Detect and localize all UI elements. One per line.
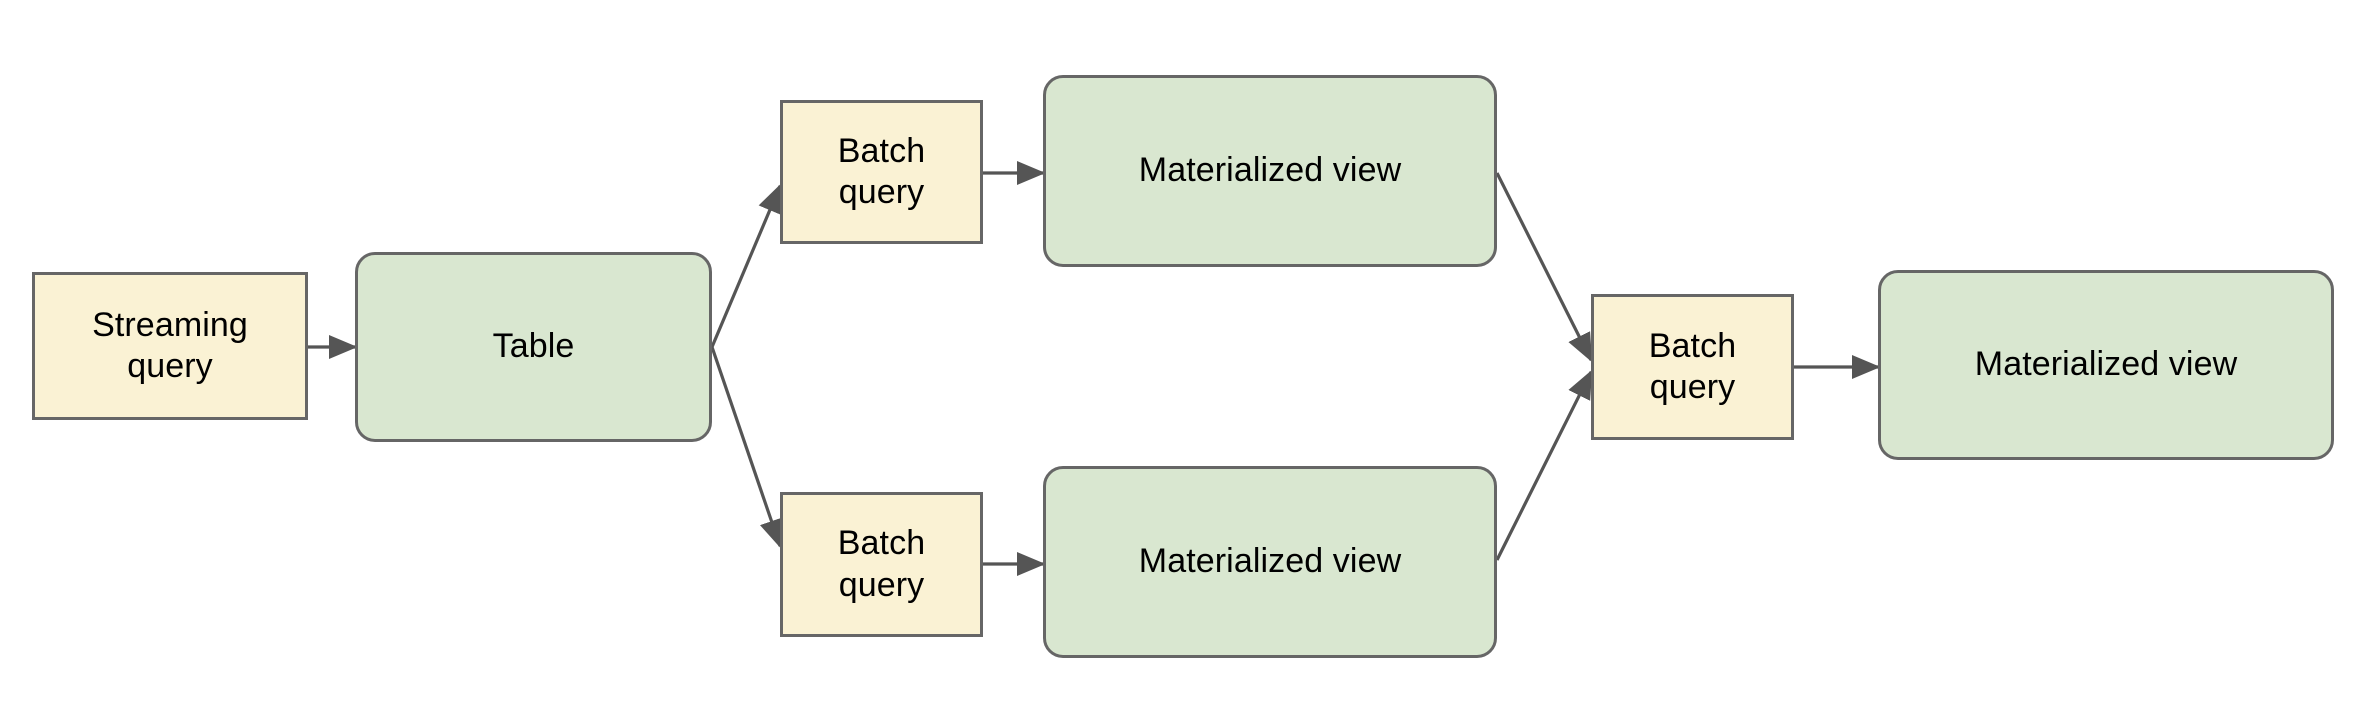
node-batch-query-bottom-label: Batch query [837, 524, 926, 604]
node-batch-query-bottom[interactable]: Batch query [780, 492, 983, 637]
node-table-label: Table [492, 327, 575, 366]
node-batch-query-center-label: Batch query [1648, 326, 1737, 406]
node-materialized-view-bottom-label: Materialized view [1138, 542, 1402, 581]
edge-materialized-view-top-to-batch-query-center [1495, 172, 1593, 363]
node-batch-query-top-label: Batch query [837, 131, 926, 211]
node-batch-query-top[interactable]: Batch query [780, 100, 983, 244]
edge-materialized-view-bottom-to-batch-query-center [1495, 369, 1593, 561]
node-streaming-query[interactable]: Streaming query [32, 272, 308, 420]
node-batch-query-center[interactable]: Batch query [1591, 294, 1794, 440]
node-streaming-query-label: Streaming query [92, 305, 248, 385]
edge-table-to-batch-query-bottom [710, 346, 784, 549]
node-materialized-view-right[interactable]: Materialized view [1878, 270, 2334, 460]
node-materialized-view-top[interactable]: Materialized view [1043, 75, 1497, 267]
node-table[interactable]: Table [355, 252, 712, 442]
node-materialized-view-right-label: Materialized view [1974, 345, 2238, 384]
node-materialized-view-bottom[interactable]: Materialized view [1043, 466, 1497, 658]
edge-table-to-batch-query-top [710, 183, 782, 348]
node-materialized-view-top-label: Materialized view [1138, 151, 1402, 190]
